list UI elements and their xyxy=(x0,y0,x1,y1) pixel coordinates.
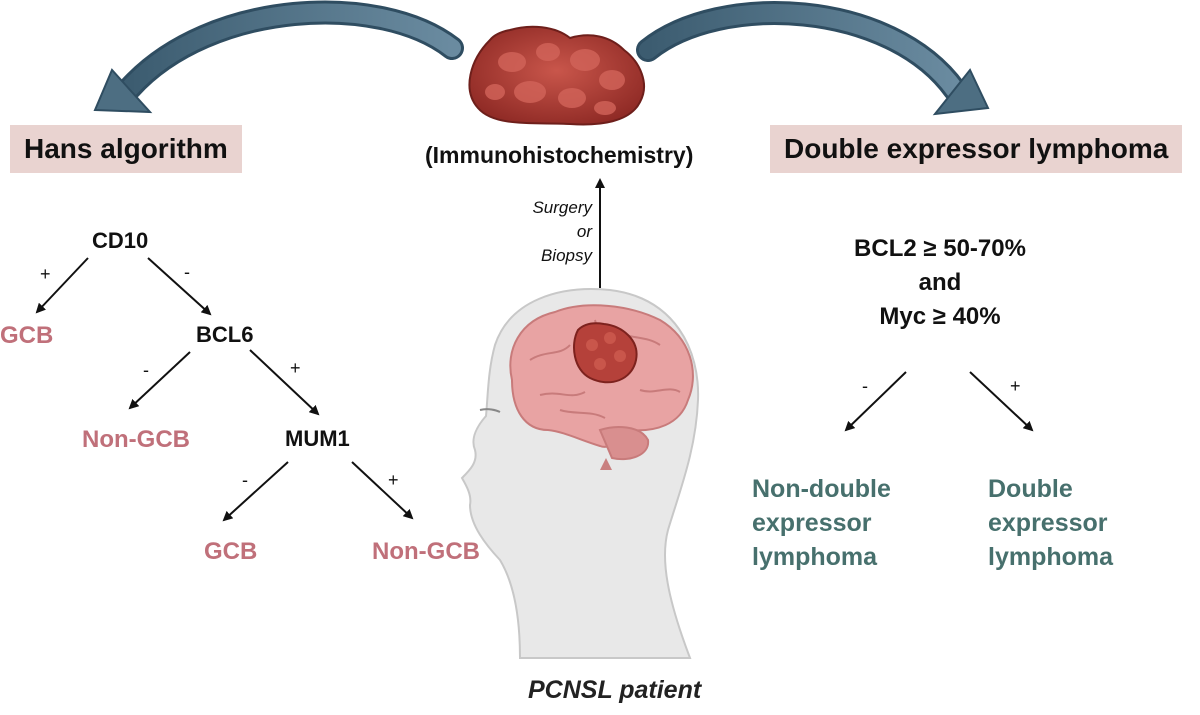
arrow-bcl6-neg xyxy=(128,351,191,410)
brain-icon xyxy=(509,304,694,470)
del-criteria-line: BCL2 ≥ 50-70% xyxy=(854,235,1026,262)
node-cd10: CD10 xyxy=(92,228,149,253)
del-line: expressor xyxy=(988,509,1108,537)
del-criteria: BCL2 ≥ 50-70% and Myc ≥ 40% xyxy=(800,232,1080,334)
sign-del-pos: + xyxy=(1010,376,1021,396)
curved-arrow-left-icon xyxy=(93,0,464,114)
sign-cd10-neg: - xyxy=(184,262,190,282)
node-non-del: Non-double expressor lymphoma xyxy=(752,472,891,574)
procedure-line: or xyxy=(576,222,592,241)
arrow-mum1-pos xyxy=(351,461,414,520)
node-mum1: MUM1 xyxy=(285,426,350,451)
hans-algorithm-title: Hans algorithm xyxy=(10,125,242,173)
arrow-mum1-neg xyxy=(222,461,289,522)
non-del-line: Non-double xyxy=(752,475,891,503)
arrow-cd10-pos xyxy=(35,257,89,314)
del-criteria-line: and xyxy=(918,269,962,296)
node-del: Double expressor lymphoma xyxy=(988,472,1113,574)
procedure-line: Biopsy xyxy=(540,246,592,265)
sign-mum1-neg: - xyxy=(242,470,248,490)
arrow-cd10-neg xyxy=(147,257,212,316)
non-del-line: expressor xyxy=(752,509,872,537)
del-line: Double xyxy=(988,475,1073,503)
ihc-label: (Immunohistochemistry) xyxy=(425,142,694,168)
sign-mum1-pos: + xyxy=(388,470,399,490)
curved-arrow-right-icon xyxy=(636,1,990,116)
node-gcb-2: GCB xyxy=(204,538,258,565)
sign-bcl6-neg: - xyxy=(143,360,149,380)
del-line: lymphoma xyxy=(988,543,1114,571)
arrow-del-neg xyxy=(844,371,907,432)
sign-bcl6-pos: + xyxy=(290,358,301,378)
arrow-bcl6-pos xyxy=(249,349,320,416)
non-del-line: lymphoma xyxy=(752,543,878,571)
procedure-line: Surgery xyxy=(532,198,592,217)
del-criteria-line: Myc ≥ 40% xyxy=(879,303,1001,330)
node-gcb-1: GCB xyxy=(0,322,54,349)
sign-cd10-pos: + xyxy=(40,264,51,284)
node-non-gcb-2: Non-GCB xyxy=(372,538,480,565)
arrow-del-pos xyxy=(969,371,1034,432)
patient-label: PCNSL patient xyxy=(528,676,702,704)
node-non-gcb-1: Non-GCB xyxy=(82,426,190,453)
sign-del-neg: - xyxy=(862,376,868,396)
node-bcl6: BCL6 xyxy=(196,322,254,347)
del-title: Double expressor lymphoma xyxy=(770,125,1183,173)
tumor-tissue-icon xyxy=(468,25,645,126)
procedure-label: Surgery or Biopsy xyxy=(500,196,592,268)
